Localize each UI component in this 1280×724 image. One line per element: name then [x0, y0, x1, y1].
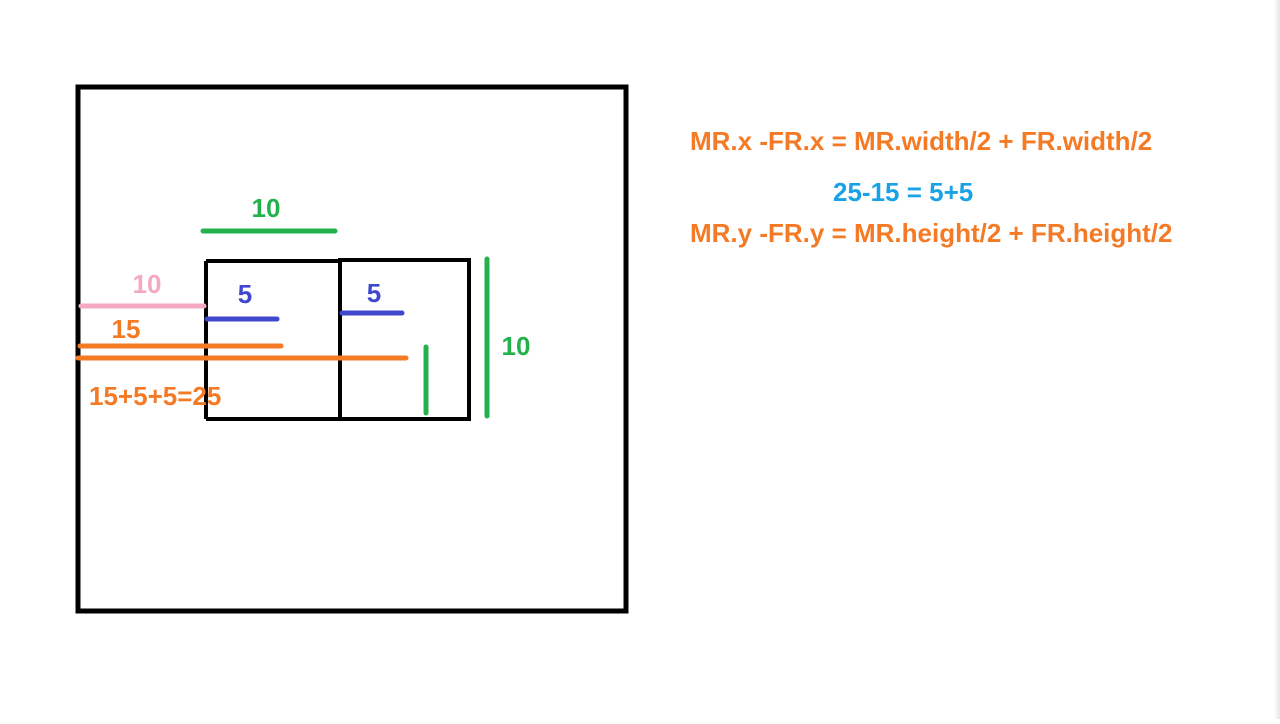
y-relation-equation: MR.y -FR.y = MR.height/2 + FR.height/2	[690, 218, 1173, 248]
x-relation-equation: MR.x -FR.x = MR.width/2 + FR.width/2	[690, 126, 1153, 156]
x-example-equation: 25-15 = 5+5	[833, 177, 974, 207]
left-half-width-label: 5	[238, 279, 252, 309]
sum-label: 15+5+5=25	[89, 381, 221, 411]
orange-offset-label: 15	[112, 314, 141, 344]
right-rectangle	[338, 258, 471, 421]
right-height-label: 10	[502, 331, 531, 361]
left-rectangle	[204, 259, 340, 421]
outer-frame	[75, 84, 629, 614]
right-half-width-label: 5	[367, 278, 381, 308]
right-edge-shadow	[1274, 0, 1280, 719]
pink-offset-label: 10	[133, 269, 162, 299]
top-width-label: 10	[252, 193, 281, 223]
